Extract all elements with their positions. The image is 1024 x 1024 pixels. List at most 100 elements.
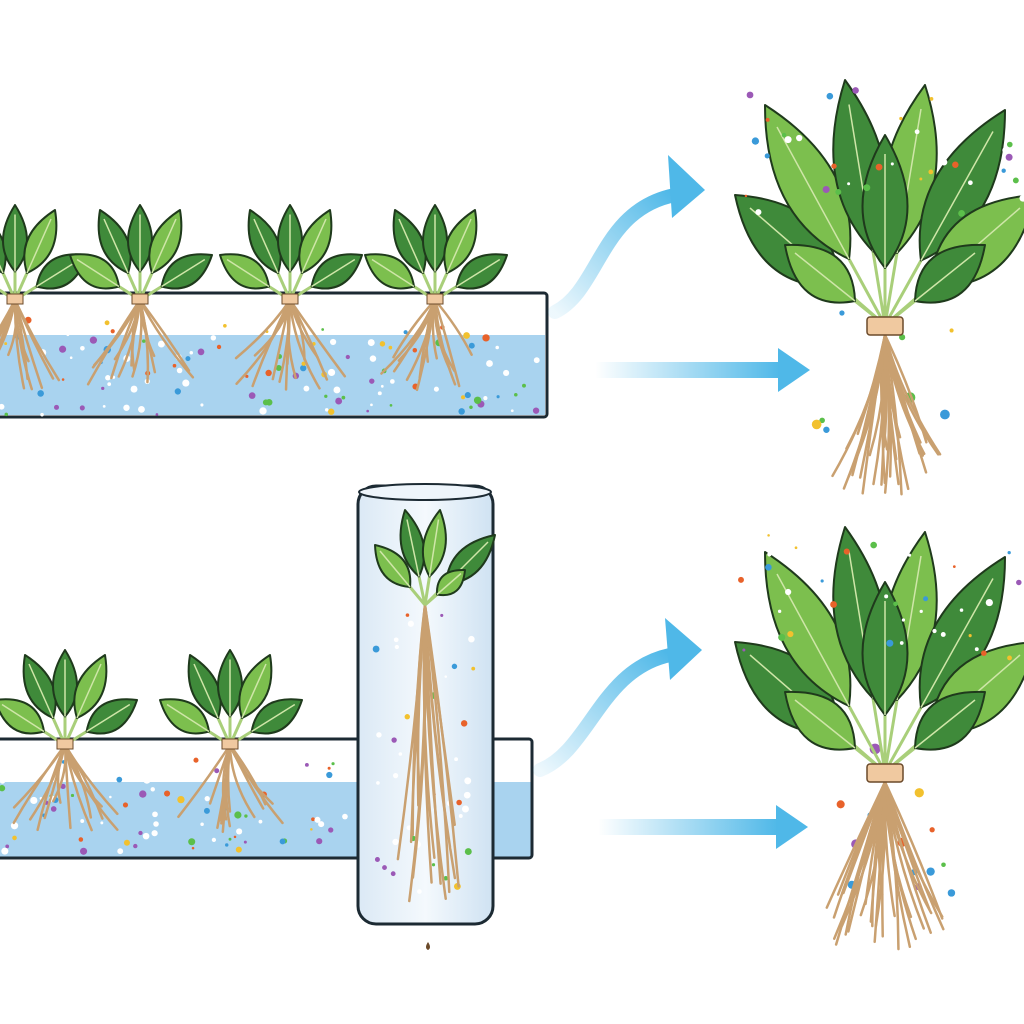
nutrient-particle xyxy=(1007,655,1012,661)
nutrient-particle xyxy=(394,644,399,650)
nutrient-particle xyxy=(503,369,510,377)
root xyxy=(422,603,433,884)
nutrient-particle xyxy=(876,562,883,569)
nutrient-particle xyxy=(223,323,227,328)
nutrient-particle xyxy=(928,169,934,175)
root xyxy=(392,298,437,359)
nutrient-particle xyxy=(496,395,500,399)
nutrient-particle xyxy=(468,342,475,349)
nutrient-particle xyxy=(78,837,84,842)
nutrient-particle xyxy=(105,375,111,381)
nutrient-particle xyxy=(388,345,393,350)
nutrient-particle xyxy=(440,613,444,617)
leaf-vein xyxy=(776,126,850,260)
nutrient-particle xyxy=(341,395,346,400)
nutrient-particle xyxy=(946,447,957,458)
nutrient-particle xyxy=(870,541,877,549)
top-straight-arrow xyxy=(595,362,780,378)
nutrient-particle xyxy=(117,848,124,855)
nutrient-particle xyxy=(764,153,770,159)
mature-plant-top xyxy=(734,79,1024,496)
nutrient-particle xyxy=(938,764,945,771)
nutrient-particle xyxy=(153,821,159,827)
nutrient-particle xyxy=(875,163,883,171)
nutrient-particle xyxy=(393,773,399,779)
nutrient-particle xyxy=(138,830,143,836)
tube-plant xyxy=(372,509,496,903)
nutrient-particle xyxy=(1005,153,1013,161)
nutrient-particle xyxy=(245,374,249,378)
nutrient-particle xyxy=(331,762,335,766)
leaf-vein xyxy=(226,258,270,288)
bottom-tank-outline xyxy=(0,737,534,860)
nutrient-particle xyxy=(185,356,191,362)
root xyxy=(221,743,232,833)
root xyxy=(842,780,887,895)
nutrient-particle xyxy=(738,576,744,583)
nutrient-particle xyxy=(142,339,146,343)
nutrient-particle xyxy=(867,82,873,89)
nutrient-particle xyxy=(765,117,770,122)
nutrient-particle xyxy=(919,177,923,181)
nutrient-particle xyxy=(374,857,380,863)
nutrient-particle xyxy=(835,369,841,375)
nutrient-particle xyxy=(391,737,397,743)
nutrient-particle xyxy=(919,609,923,614)
nutrient-particle xyxy=(200,822,204,826)
nutrient-particle xyxy=(61,378,65,381)
root xyxy=(883,333,928,474)
nutrient-particle xyxy=(444,675,447,678)
leaf-vein xyxy=(26,218,52,274)
nutrient-particle xyxy=(123,839,130,846)
nutrient-particle xyxy=(228,837,232,841)
nutrient-particle xyxy=(777,609,782,613)
nutrient-particle xyxy=(454,757,459,762)
nutrient-particle xyxy=(831,163,837,169)
nutrient-particle xyxy=(311,817,315,822)
nutrient-particle xyxy=(324,394,328,398)
root xyxy=(177,743,232,819)
top-tank-outline xyxy=(0,291,549,419)
nutrient-particle xyxy=(778,633,786,641)
root xyxy=(405,298,437,382)
nutrient-particle xyxy=(216,344,222,350)
nutrient-particle xyxy=(926,363,932,370)
nutrient-particle xyxy=(328,827,334,833)
nutrient-particle xyxy=(932,628,937,634)
nutrient-particle xyxy=(210,335,217,341)
root-collar xyxy=(866,763,904,783)
tube-top-rim xyxy=(358,483,492,501)
root xyxy=(13,298,30,363)
leaf-vein xyxy=(76,663,102,719)
nutrient-particle xyxy=(151,830,158,837)
nutrient-particle xyxy=(303,385,310,392)
leaf-vein xyxy=(406,519,420,577)
nutrient-particle xyxy=(886,639,894,647)
nutrient-particle xyxy=(392,838,399,846)
nutrient-particle xyxy=(304,762,309,767)
nutrient-particle xyxy=(483,396,488,401)
nutrient-particle xyxy=(835,750,842,758)
nutrient-particle xyxy=(514,392,518,397)
nutrient-particle xyxy=(234,811,242,819)
root xyxy=(0,298,17,330)
nutrient-particle xyxy=(4,412,9,417)
nutrient-particle xyxy=(850,319,861,330)
nutrient-particle xyxy=(104,320,110,326)
nutrient-particle xyxy=(405,613,410,617)
nutrient-particle xyxy=(12,835,17,841)
nutrient-particle xyxy=(926,867,935,876)
nutrient-particle xyxy=(471,666,476,671)
nutrient-particle xyxy=(757,608,763,614)
nutrient-particle xyxy=(143,776,151,784)
nutrient-particle xyxy=(382,865,387,870)
top-curved-arrowhead-icon xyxy=(668,155,705,218)
nutrient-particle xyxy=(406,825,412,831)
leaf-vein xyxy=(166,703,210,733)
nutrient-particle xyxy=(451,663,458,670)
nutrient-particle xyxy=(940,409,950,420)
nutrient-particle xyxy=(987,552,995,560)
nutrient-particle xyxy=(314,816,321,823)
root-collar xyxy=(56,738,74,750)
nutrient-particle xyxy=(262,399,269,406)
